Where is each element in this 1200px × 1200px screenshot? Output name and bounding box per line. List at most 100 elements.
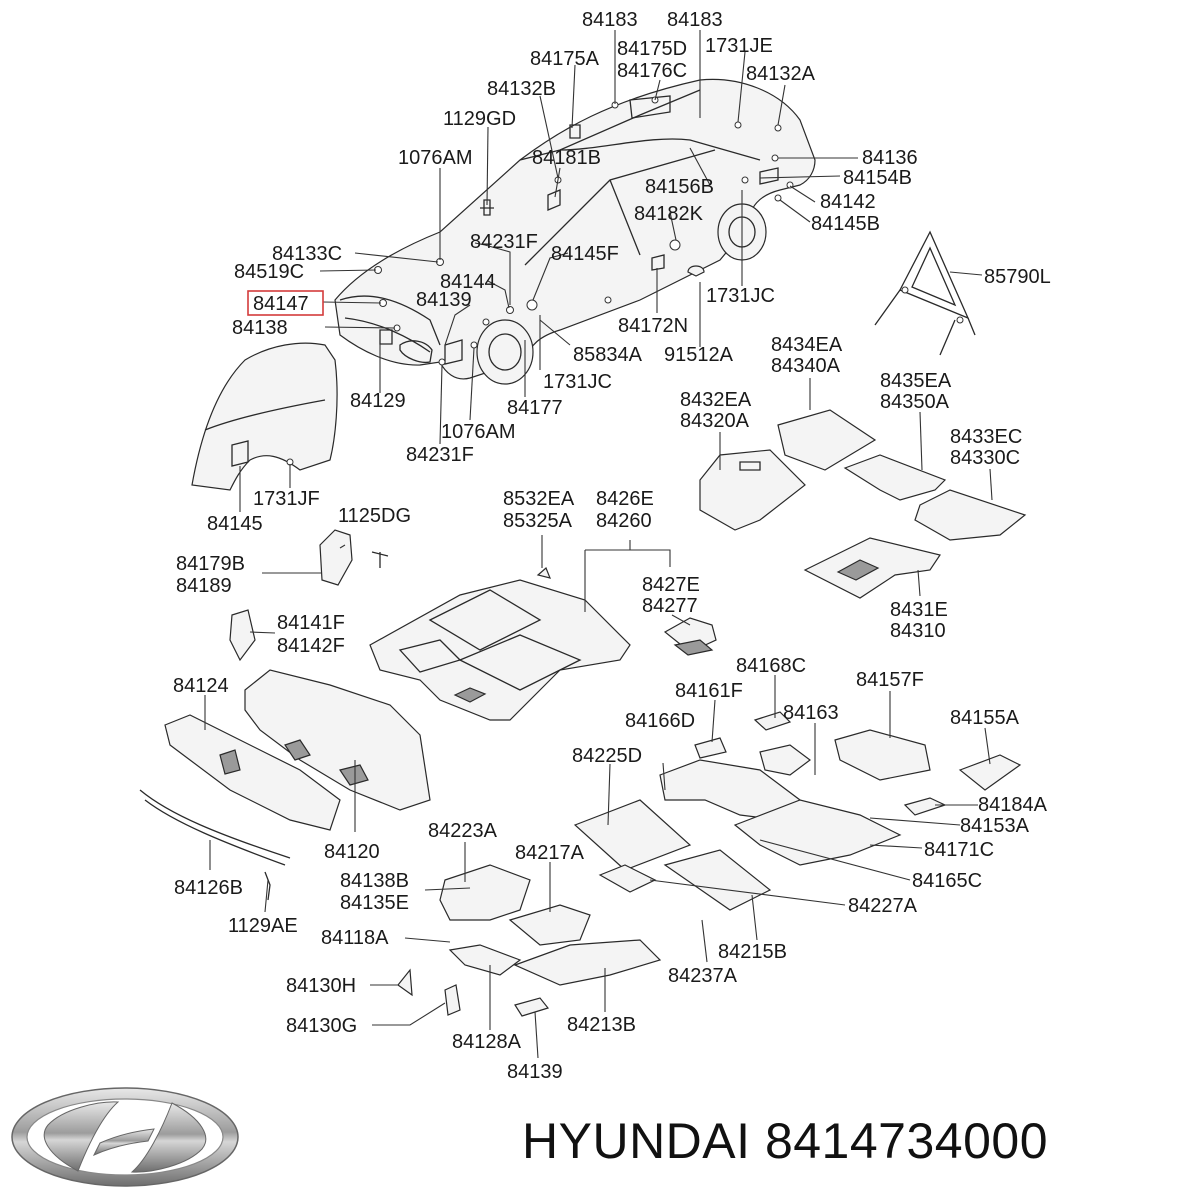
part-label: 1076AM: [441, 421, 516, 443]
part-label: 8431E: [890, 599, 948, 621]
part-label: 84128A: [452, 1031, 522, 1053]
part-label: 8426E: [596, 488, 654, 510]
part-label: 84172N: [618, 315, 688, 337]
part-label: 84145F: [551, 243, 619, 265]
part-label: 1129GD: [443, 108, 516, 130]
fender-drawing: [191, 342, 338, 491]
part-label: 84350A: [880, 391, 950, 413]
part-label: 84142F: [277, 635, 345, 657]
part-label: 84120: [324, 841, 380, 863]
brand-name: HYUNDAI: [522, 1113, 751, 1169]
part-label: 84157F: [856, 669, 924, 691]
part-label: 8532EA: [503, 488, 575, 510]
part-number: 8414734000: [764, 1113, 1049, 1169]
part-label: 1076AM: [398, 147, 473, 169]
part-label: 84330C: [950, 447, 1020, 469]
part-label: 84126B: [174, 877, 243, 899]
part-label: 84320A: [680, 410, 750, 432]
part-label: 84168C: [736, 655, 806, 677]
part-label: 84183: [667, 9, 723, 31]
part-label: 84225D: [572, 745, 642, 767]
part-label: 84141F: [277, 612, 345, 634]
part-label: 84129: [350, 390, 406, 412]
part-label: 84132A: [746, 63, 816, 85]
part-label: 84132B: [487, 78, 556, 100]
part-label: 84118A: [321, 927, 389, 949]
part-label: 85834A: [573, 344, 643, 366]
part-label: 84130H: [286, 975, 356, 997]
part-label: 84139: [416, 289, 472, 311]
part-label: 84163: [783, 702, 839, 724]
part-label: 1731JE: [705, 35, 773, 57]
part-label: 84213B: [567, 1014, 636, 1036]
part-label: 1731JC: [706, 285, 775, 307]
part-label: 1125DG: [338, 505, 411, 527]
footer-part-caption: HYUNDAI 8414734000: [522, 1112, 1048, 1170]
part-label: 8432EA: [680, 389, 752, 411]
part-label: 84145B: [811, 213, 880, 235]
part-label: 84237A: [668, 965, 738, 987]
part-label: 84231F: [470, 231, 538, 253]
part-label: 1731JC: [543, 371, 612, 393]
part-label: 84155A: [950, 707, 1020, 729]
part-label: 84171C: [924, 839, 994, 861]
floor-mats-drawing: [699, 409, 1027, 599]
part-label: 84124: [173, 675, 229, 697]
part-label: 84133C: [272, 243, 342, 265]
part-label: 8435EA: [880, 370, 952, 392]
highlight-box: [247, 290, 324, 316]
part-label: 84215B: [718, 941, 787, 963]
part-label: 84161F: [675, 680, 743, 702]
leader-lines: [204, 30, 993, 1059]
part-label: 8434EA: [771, 334, 843, 356]
part-label: 84277: [642, 595, 698, 617]
brackets-drawing: [229, 529, 389, 662]
part-label: 84165C: [912, 870, 982, 892]
floor-carpet-drawing: [369, 566, 717, 721]
part-label: 84144: [440, 271, 496, 293]
part-label: 84183: [582, 9, 638, 31]
warning-triangle-drawing: [874, 230, 976, 356]
part-label: 84231F: [406, 444, 474, 466]
underlay-mats-drawing: [264, 711, 1022, 1017]
part-label: 84177: [507, 397, 563, 419]
hyundai-logo: [11, 1087, 239, 1187]
part-label: 84138B: [340, 870, 409, 892]
part-label: 8433EC: [950, 426, 1022, 448]
part-label: 84153A: [960, 815, 1030, 837]
part-label: 84139: [507, 1061, 563, 1083]
part-label: 84166D: [625, 710, 695, 732]
part-label: 84223A: [428, 820, 498, 842]
part-label-highlighted: 84147: [253, 293, 309, 315]
part-labels: 84183 84183 84175A 84175D 1731JE 84176C …: [173, 9, 1051, 1083]
part-label: 84156B: [645, 176, 714, 198]
part-label: 84189: [176, 575, 232, 597]
part-label: 84154B: [843, 167, 912, 189]
part-label: 84136: [862, 147, 918, 169]
part-label: 84179B: [176, 553, 245, 575]
part-label: 84340A: [771, 355, 841, 377]
part-label: 84145: [207, 513, 263, 535]
part-label: 84310: [890, 620, 946, 642]
part-label: 84181B: [532, 147, 601, 169]
part-label: 84260: [596, 510, 652, 532]
part-label: 1731JF: [253, 488, 320, 510]
part-label: 85790L: [984, 266, 1051, 288]
part-label: 84184A: [978, 794, 1048, 816]
part-label: 85325A: [503, 510, 573, 532]
car-body-drawing: [334, 78, 816, 385]
part-label: 84175D: [617, 38, 687, 60]
part-label: 84227A: [848, 895, 918, 917]
part-label: 84176C: [617, 60, 687, 82]
part-label: 84138: [232, 317, 288, 339]
part-label: 84142: [820, 191, 876, 213]
part-label: 84217A: [515, 842, 585, 864]
part-label: 84175A: [530, 48, 600, 70]
part-label: 1129AE: [228, 915, 298, 937]
part-label: 84519C: [234, 261, 304, 283]
part-label: 84182K: [634, 203, 704, 225]
dash-insulator-drawing: [139, 669, 431, 866]
part-label: 84130G: [286, 1015, 357, 1037]
